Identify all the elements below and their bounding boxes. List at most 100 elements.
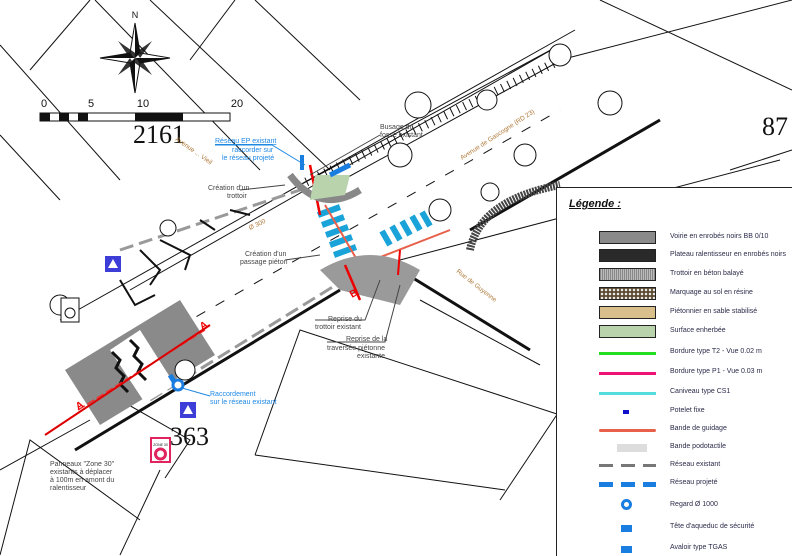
svg-text:10: 10	[137, 98, 149, 110]
legend-item: Plateau ralentisseur en enrobés noirs	[557, 248, 792, 264]
legend-swatch-icon	[599, 392, 656, 395]
legend-swatch-icon	[599, 231, 656, 244]
north-arrow-icon: N	[99, 10, 171, 94]
annotation-raccordement: Raccordement sur le réseau existant	[181, 387, 277, 406]
annotation-creation-trottoir: Création d'un trottoir	[208, 184, 286, 200]
survey-points	[119, 209, 251, 307]
legend-swatch-icon	[621, 499, 632, 510]
svg-text:Busage du: Busage du	[380, 124, 414, 131]
legend-label: Trottoir en béton balayé	[670, 270, 744, 277]
sign-pedestrian-2	[180, 402, 196, 418]
legend-item: Réseau existant	[557, 458, 792, 474]
svg-text:le réseau projeté: le réseau projeté	[222, 155, 274, 162]
parcel-number: 363	[170, 422, 209, 451]
legend-item: Piétonnier en sable stabilisé	[557, 305, 792, 321]
legend-label: Réseau existant	[670, 461, 721, 468]
legend-label: Potelet fixe	[670, 407, 705, 414]
svg-text:existants à déplacer: existants à déplacer	[50, 469, 113, 476]
svg-text:traversée piétonne: traversée piétonne	[327, 345, 385, 352]
svg-text:trottoir existant: trottoir existant	[315, 324, 361, 331]
svg-text:Création d'un: Création d'un	[208, 185, 250, 192]
svg-text:sur le réseau existant: sur le réseau existant	[210, 399, 277, 406]
legend-item: Avaloir type TGAS	[557, 541, 792, 556]
legend-swatch-icon	[599, 372, 656, 375]
legend-label: Bande podotactile	[670, 443, 727, 450]
legend-panel: Légende : Voirie en enrobés noirs BB 0/1…	[556, 187, 792, 556]
reseau-projete	[167, 155, 352, 392]
svg-text:existante: existante	[357, 353, 385, 360]
svg-text:N: N	[132, 10, 139, 20]
annotation-creation-passage: Création d'un passage piéton	[240, 251, 321, 266]
svg-text:à 100m en amont du: à 100m en amont du	[50, 477, 114, 484]
trees	[49, 43, 623, 381]
legend-swatch-icon	[623, 410, 629, 414]
svg-text:Panneaux "Zone 30": Panneaux "Zone 30"	[50, 461, 115, 468]
legend-title: Légende :	[569, 198, 621, 210]
svg-text:0: 0	[41, 98, 47, 110]
legend-swatch-icon	[599, 306, 656, 319]
sign-zone-30: ZONE 30	[150, 437, 171, 463]
road-name: Avenue ... Vieil	[174, 136, 214, 167]
legend-swatch-icon	[621, 546, 632, 553]
svg-text:5: 5	[88, 98, 94, 110]
legend-label: Marquage au sol en résine	[670, 289, 753, 296]
legend-item: Tête d'aqueduc de sécurité	[557, 520, 792, 536]
legend-item: Marquage au sol en résine	[557, 286, 792, 302]
section-mark: A	[198, 319, 210, 332]
svg-text:Raccordement: Raccordement	[210, 391, 256, 398]
legend-label: Bordure type T2 - Vue 0.02 m	[670, 348, 762, 355]
legend-swatch-icon	[621, 525, 632, 532]
legend-item: Trottoir en béton balayé	[557, 267, 792, 283]
section-mark: A	[74, 399, 86, 412]
legend-label: Piétonnier en sable stabilisé	[670, 308, 758, 315]
sign-pedestrian-1	[105, 256, 121, 272]
legend-label: Caniveau type CS1	[670, 388, 731, 395]
legend-label: Bordure type P1 - Vue 0.03 m	[670, 368, 763, 375]
legend-label: Surface enherbée	[670, 327, 726, 334]
legend-swatch-icon	[599, 287, 656, 300]
parcel-number: 87	[762, 112, 788, 141]
annotation-reprise-traversee: Reprise de la traversée piétonne existan…	[327, 284, 401, 360]
svg-text:Reprise du: Reprise du	[328, 316, 362, 323]
legend-item: Surface enherbée	[557, 324, 792, 340]
legend-label: Voirie en enrobés noirs BB 0/10	[670, 233, 769, 240]
svg-text:20: 20	[231, 98, 243, 110]
road-name: Rue de Guyenne	[455, 268, 498, 304]
legend-swatch-icon	[599, 352, 656, 355]
regard-icon	[171, 378, 185, 392]
svg-text:Reprise de la: Reprise de la	[346, 336, 387, 343]
legend-swatch-icon	[599, 268, 656, 281]
svg-text:Réseau EP existant: Réseau EP existant	[215, 138, 276, 145]
legend-item: Regard Ø 1000	[557, 498, 792, 514]
svg-text:passage piéton: passage piéton	[240, 259, 288, 266]
pedestrian-crossings	[287, 164, 451, 305]
legend-item: Potelet fixe	[557, 404, 792, 420]
legend-item: Bande podotactile	[557, 440, 792, 456]
annotation-busage: Busage du fossé existant	[309, 124, 423, 176]
sign-speed-limit	[60, 297, 80, 323]
legend-swatch-icon	[599, 429, 656, 432]
parcel-number: 2161	[133, 120, 185, 149]
svg-text:trottoir: trottoir	[227, 193, 248, 200]
annotation-reprise-trottoir: Reprise du trottoir existant	[315, 279, 381, 331]
legend-label: Regard Ø 1000	[670, 501, 718, 508]
legend-label: Bande de guidage	[670, 425, 727, 432]
legend-item: Voirie en enrobés noirs BB 0/10	[557, 230, 792, 246]
annotation-reseau-ep: Réseau EP existant raccorder sur le rése…	[215, 138, 306, 166]
legend-item: Bordure type P1 - Vue 0.03 m	[557, 365, 792, 381]
legend-label: Avaloir type TGAS	[670, 544, 728, 551]
legend-item: Bordure type T2 - Vue 0.02 m	[557, 345, 792, 361]
legend-item: Réseau projeté	[557, 476, 792, 492]
legend-swatch-icon	[599, 249, 656, 262]
svg-text:ralentisseur: ralentisseur	[50, 485, 87, 492]
legend-swatch-icon	[617, 444, 647, 452]
legend-label: Tête d'aqueduc de sécurité	[670, 523, 755, 530]
avenue-de-gascogne	[59, 29, 781, 452]
scale-bar: 0 5 10 20	[39, 98, 243, 122]
legend-swatch-icon	[599, 325, 656, 338]
svg-text:ZONE 30: ZONE 30	[153, 443, 168, 447]
legend-label: Réseau projeté	[670, 479, 718, 486]
plateau-ralentisseur	[44, 300, 215, 436]
